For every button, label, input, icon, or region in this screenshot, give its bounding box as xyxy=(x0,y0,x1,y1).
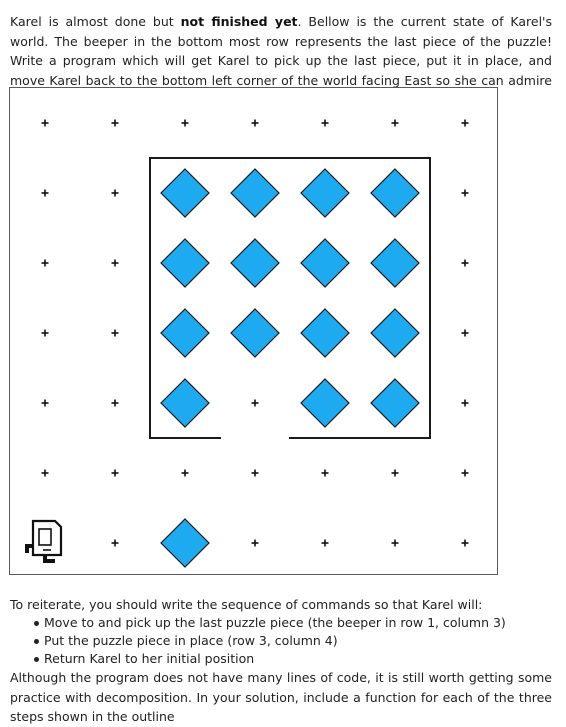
beeper xyxy=(370,308,420,358)
beeper xyxy=(370,238,420,288)
corner-marker xyxy=(461,259,469,267)
corner-marker xyxy=(41,469,49,477)
corner-marker xyxy=(181,119,189,127)
corner-marker xyxy=(111,119,119,127)
karel-world-canvas xyxy=(25,119,469,568)
corner-marker xyxy=(461,119,469,127)
step-item: Return Karel to her initial position xyxy=(10,650,550,668)
beeper xyxy=(230,238,280,288)
beeper xyxy=(160,308,210,358)
corner-marker xyxy=(251,469,259,477)
beeper xyxy=(160,378,210,428)
corner-marker xyxy=(41,259,49,267)
corner-marker xyxy=(41,189,49,197)
corner-marker xyxy=(111,189,119,197)
beeper xyxy=(370,168,420,218)
step-item: Put the puzzle piece in place (row 3, co… xyxy=(10,632,550,650)
step-item: Move to and pick up the last puzzle piec… xyxy=(10,614,550,632)
beeper xyxy=(160,238,210,288)
corner-marker xyxy=(41,119,49,127)
reiterate-text: To reiterate, you should write the seque… xyxy=(10,597,483,612)
corner-marker xyxy=(391,119,399,127)
corner-marker xyxy=(461,469,469,477)
intro-text-bold: not finished yet xyxy=(180,14,298,29)
corner-marker xyxy=(181,469,189,477)
steps-list: Move to and pick up the last puzzle piec… xyxy=(10,614,550,668)
corner-marker xyxy=(111,259,119,267)
corner-marker xyxy=(461,189,469,197)
beeper xyxy=(160,518,210,568)
corner-marker xyxy=(251,539,259,547)
outro-paragraph: Although the program does not have many … xyxy=(10,670,552,724)
corner-marker xyxy=(41,399,49,407)
corner-marker xyxy=(41,329,49,337)
corner-marker xyxy=(461,399,469,407)
corner-marker xyxy=(321,539,329,547)
karel-world xyxy=(9,87,498,575)
corner-marker xyxy=(111,329,119,337)
corner-marker xyxy=(251,119,259,127)
corner-marker xyxy=(461,329,469,337)
corner-marker xyxy=(111,399,119,407)
corner-marker xyxy=(251,399,259,407)
beeper xyxy=(160,168,210,218)
beeper xyxy=(230,168,280,218)
beeper xyxy=(300,238,350,288)
karel-robot-icon xyxy=(25,519,63,563)
beeper xyxy=(300,308,350,358)
beeper xyxy=(230,308,280,358)
corner-marker xyxy=(321,469,329,477)
corner-marker xyxy=(111,469,119,477)
corner-marker xyxy=(391,539,399,547)
corner-marker xyxy=(461,539,469,547)
corner-marker xyxy=(111,539,119,547)
beeper xyxy=(300,168,350,218)
corner-marker xyxy=(321,119,329,127)
beeper xyxy=(300,378,350,428)
beeper xyxy=(370,378,420,428)
intro-text-start: Karel is almost done but xyxy=(10,14,181,29)
corner-marker xyxy=(391,469,399,477)
exercise-page: Karel is almost done but not finished ye… xyxy=(9,14,552,724)
